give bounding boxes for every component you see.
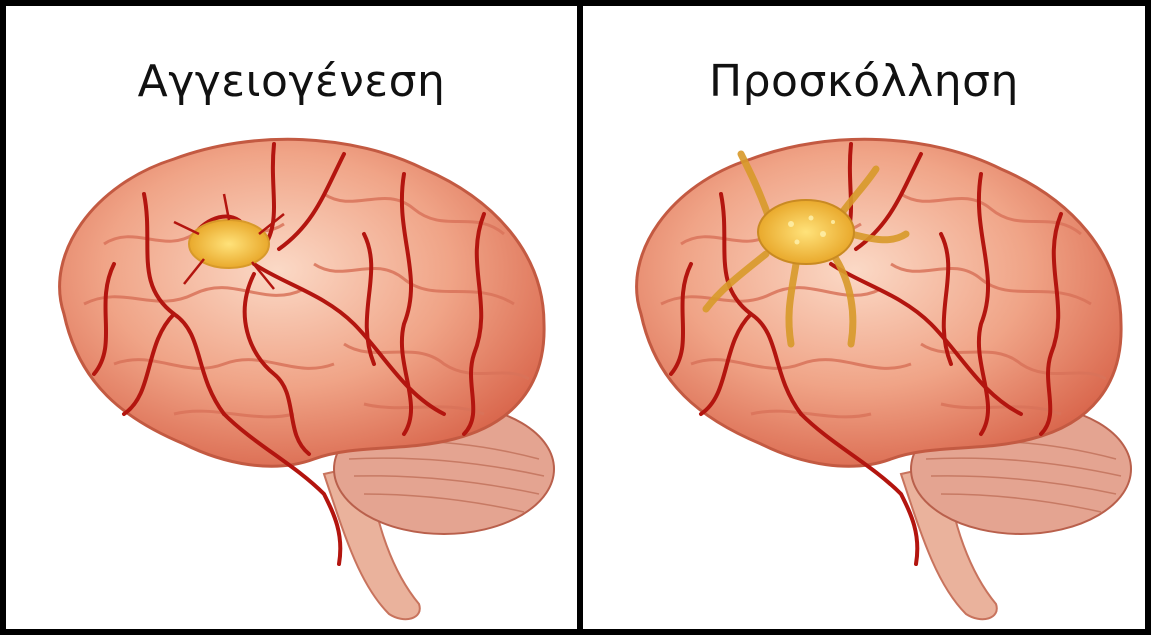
- brain-illustration-angiogenesis: [24, 114, 564, 629]
- brain-illustration-adhesion: [601, 114, 1141, 629]
- tumor-mass: [758, 200, 854, 264]
- panel-title-angiogenesis: Αγγειογένεση: [6, 56, 577, 107]
- panel-adhesion: Προσκόλληση: [583, 6, 1145, 629]
- panel-title-adhesion: Προσκόλληση: [583, 56, 1145, 107]
- panel-angiogenesis: Αγγειογένεση: [6, 6, 577, 629]
